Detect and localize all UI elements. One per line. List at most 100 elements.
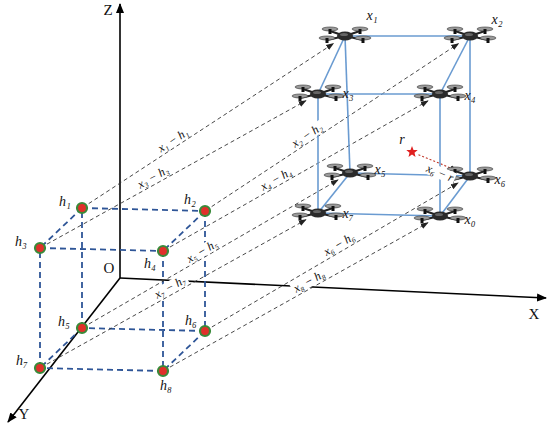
y-axis bbox=[8, 278, 120, 422]
cube-edge bbox=[162, 251, 164, 371]
drone-body bbox=[340, 33, 348, 36]
drone-motor bbox=[454, 29, 457, 34]
point-label: h₄ bbox=[144, 257, 156, 271]
offset-label: x₂ − h₂ bbox=[288, 120, 326, 151]
offset-arrow bbox=[212, 183, 458, 327]
offset-arrow bbox=[47, 101, 306, 244]
drone-body bbox=[313, 210, 321, 213]
drone-body bbox=[462, 32, 478, 41]
drone-label: x₅ bbox=[374, 163, 385, 177]
drone-icon bbox=[292, 85, 344, 101]
drone-label: x₂ bbox=[491, 13, 502, 27]
cube-edge bbox=[40, 368, 163, 371]
drone-body bbox=[465, 33, 473, 36]
cube-edge bbox=[40, 328, 82, 368]
drone-motor bbox=[454, 87, 457, 92]
drone-motor bbox=[364, 166, 367, 171]
cube-edge bbox=[40, 208, 82, 248]
offset-label: x₄ − h₄ bbox=[256, 164, 295, 193]
drone-icon bbox=[292, 204, 344, 220]
formation-cube bbox=[318, 36, 470, 216]
offset-arrow bbox=[47, 220, 306, 364]
drone-motor bbox=[457, 218, 460, 223]
drone-motor bbox=[421, 96, 424, 101]
drone-motor bbox=[424, 87, 427, 92]
drone-label: x₃ bbox=[342, 87, 353, 101]
drone-body bbox=[432, 90, 448, 99]
drone-motor bbox=[335, 215, 338, 220]
point-label: h₈ bbox=[160, 379, 172, 393]
drone-motor bbox=[454, 209, 457, 214]
drone-label: x₁ bbox=[366, 9, 377, 23]
reference-point bbox=[158, 366, 168, 376]
drone-motor bbox=[334, 166, 337, 171]
point-label: h₇ bbox=[16, 354, 28, 368]
drone-body bbox=[465, 173, 473, 176]
drone-body bbox=[462, 172, 478, 181]
drone-label: x₆ bbox=[494, 173, 505, 187]
drone-motor bbox=[487, 38, 490, 43]
offset-arrows bbox=[47, 44, 458, 367]
offset-label: x₈ − h₈ bbox=[290, 267, 329, 296]
drone-motor bbox=[484, 169, 487, 174]
drone-icon bbox=[324, 164, 376, 180]
cube-edge bbox=[440, 36, 470, 94]
point-label: h₅ bbox=[58, 315, 70, 329]
target-label: r bbox=[399, 133, 404, 147]
drone-motor bbox=[487, 178, 490, 183]
cube-edge bbox=[39, 248, 41, 368]
offset-arrow bbox=[89, 44, 334, 204]
cube-edge bbox=[81, 208, 83, 328]
reference-point bbox=[200, 206, 210, 216]
reference-point bbox=[77, 203, 87, 213]
drone-label: x₀ bbox=[464, 213, 475, 227]
drone-motor bbox=[332, 206, 335, 211]
offset-arrow bbox=[212, 44, 459, 207]
origin-label: O bbox=[104, 261, 115, 276]
axis-label: X bbox=[529, 307, 540, 322]
cube-edge bbox=[82, 208, 205, 211]
offset-arrow bbox=[89, 180, 338, 324]
z-axis bbox=[119, 4, 121, 278]
drone-icon bbox=[414, 207, 466, 223]
drone-body bbox=[435, 213, 443, 216]
offset-label: x₅ − h₅ bbox=[182, 236, 221, 265]
offset-label: x₃ − h₃ bbox=[134, 163, 173, 192]
drone-label: x₄ bbox=[464, 89, 475, 103]
axis-label: Y bbox=[19, 407, 30, 422]
drone-motor bbox=[299, 215, 302, 220]
reference-cube bbox=[40, 208, 205, 371]
drone-body bbox=[435, 91, 443, 94]
drone-motor bbox=[332, 87, 335, 92]
cube-edge bbox=[204, 211, 206, 331]
drone-body bbox=[310, 209, 326, 218]
reference-dots bbox=[35, 203, 210, 376]
drone-motor bbox=[424, 209, 427, 214]
drone-body bbox=[337, 32, 353, 41]
drone-icon bbox=[319, 27, 371, 43]
cube-edge bbox=[439, 94, 441, 216]
drone-label: x₇ bbox=[342, 207, 353, 221]
reference-point bbox=[35, 243, 45, 253]
drone-body bbox=[345, 170, 353, 173]
cube-edge bbox=[82, 328, 205, 331]
drone-body bbox=[313, 91, 321, 94]
drone-motor bbox=[484, 29, 487, 34]
offset-arrow bbox=[170, 223, 428, 367]
drone-motor bbox=[326, 38, 329, 43]
point-label: h₃ bbox=[15, 235, 27, 249]
drone-motor bbox=[329, 29, 332, 34]
offset-label: x₁ − h₁ bbox=[154, 125, 192, 156]
drone-icon bbox=[444, 27, 496, 43]
cube-edge bbox=[345, 36, 350, 173]
drone-motor bbox=[299, 96, 302, 101]
cube-edge bbox=[163, 331, 205, 371]
drone-body bbox=[432, 212, 448, 221]
target-star bbox=[406, 146, 417, 157]
point-label: h₆ bbox=[185, 314, 197, 328]
drone-motor bbox=[335, 96, 338, 101]
drone-motor bbox=[302, 87, 305, 92]
reference-point bbox=[35, 363, 45, 373]
cube-edge bbox=[469, 36, 471, 176]
